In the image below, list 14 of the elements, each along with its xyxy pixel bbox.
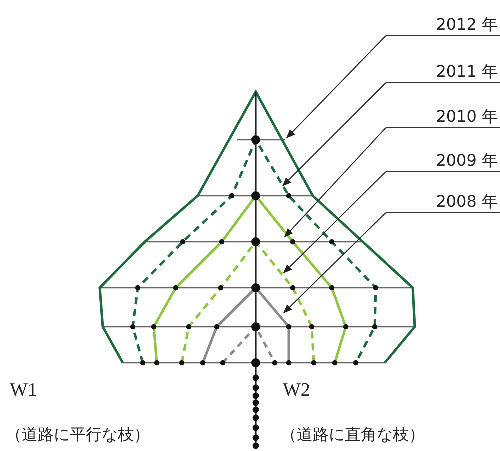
year-label: 2012 年 xyxy=(386,15,500,36)
branch-description: （道路に直角な枝） xyxy=(281,425,425,446)
leader-arrow xyxy=(283,172,386,274)
branch-code: W1 xyxy=(10,380,38,402)
leader-arrow xyxy=(286,36,386,139)
year-label: 2010 年 xyxy=(386,107,500,128)
leader-arrow xyxy=(284,128,386,238)
year-label: 2009 年 xyxy=(386,151,500,172)
leader-arrow xyxy=(282,82,386,187)
year-label: 2008 年 xyxy=(386,192,500,213)
year-label: 2011 年 xyxy=(386,62,500,83)
branch-code: W2 xyxy=(283,380,310,402)
leader-arrow xyxy=(283,212,386,314)
branch-description: （道路に平行な枝） xyxy=(6,425,150,446)
